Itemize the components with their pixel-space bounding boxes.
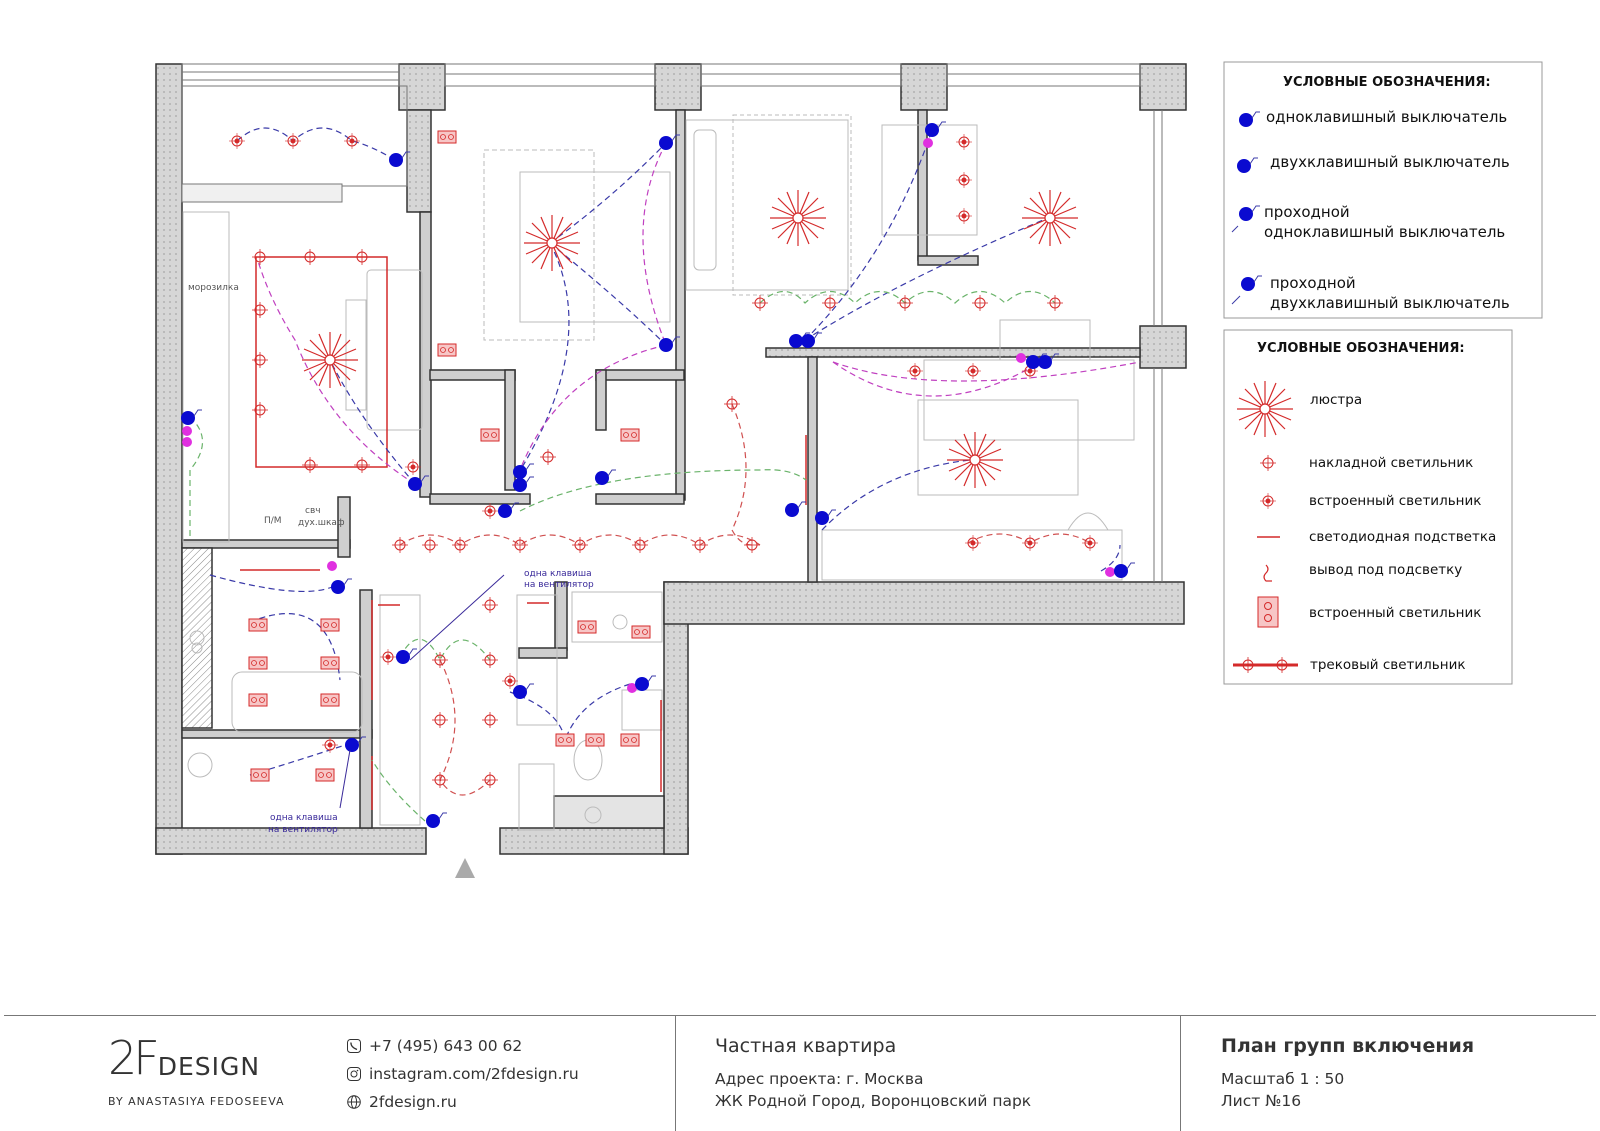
contact-phone: +7 (495) 643 00 62: [347, 1037, 522, 1055]
windows: [181, 63, 1163, 582]
legend-light-item: люстра: [1310, 392, 1362, 408]
legend-switch-item: одноклавишный выключатель: [1266, 108, 1507, 126]
company-logo: 2FDESIGN: [108, 1035, 260, 1081]
vent-note-2: одна клавиша на вентилятор: [268, 749, 351, 835]
contact-website: 2fdesign.ru: [347, 1093, 457, 1111]
footer-divider: [4, 1015, 1596, 1016]
svg-text:на вентилятор: на вентилятор: [524, 580, 594, 590]
legend-switch-item: двухклавишный выключатель: [1270, 153, 1510, 171]
project-title: Частная квартира: [715, 1035, 897, 1057]
logo-wordmark: DESIGN: [157, 1052, 261, 1081]
title-block: 2FDESIGN BY ANASTASIYA FEDOSEEVA +7 (495…: [0, 1015, 1600, 1131]
legend-switch-item-line2: двухклавишный выключатель: [1270, 294, 1510, 312]
track-light-icon: [1233, 656, 1298, 674]
vent-note-1: одна клавиша на вентилятор: [409, 569, 594, 661]
dishwasher-label: П/М: [264, 516, 282, 526]
legend-switches-title: УСЛОВНЫЕ ОБОЗНАЧЕНИЯ:: [1283, 75, 1491, 90]
oven-label: дух.шкаф: [298, 518, 345, 528]
logo-byline: BY ANASTASIYA FEDOSEEVA: [108, 1095, 285, 1108]
website-link: 2fdesign.ru: [369, 1093, 457, 1111]
pass-single-switch-icon: [1231, 205, 1261, 233]
pass-double-switch-icon: [1231, 275, 1263, 305]
led-strips: [240, 256, 807, 810]
legend-light-item: встроенный светильник: [1309, 493, 1481, 509]
freezer-label: морозилка: [188, 283, 239, 293]
phone-icon: [347, 1039, 361, 1053]
legend-switch-item: проходной: [1264, 203, 1350, 221]
walls: [155, 63, 1187, 855]
legend-light-item: трековый светильник: [1310, 657, 1466, 673]
svg-text:одна клавиша: одна клавиша: [524, 569, 592, 579]
backlight-outlet-icon: [1263, 564, 1272, 582]
legend-light-item: накладной светильник: [1309, 455, 1473, 471]
lighting-floor-plan: морозилка П/М свч дух.шкаф: [155, 61, 1543, 878]
surface-lights: [251, 248, 1064, 789]
project-address-line2: ЖК Родной Город, Воронцовский парк: [715, 1092, 1032, 1110]
project-address-line1: Адрес проекта: г. Москва: [715, 1070, 924, 1088]
globe-icon: [347, 1095, 361, 1109]
instagram-link: instagram.com/2fdesign.ru: [369, 1065, 579, 1083]
legend-light-item: встроенный светильник: [1309, 605, 1481, 621]
backlight-outlets: [182, 138, 1115, 693]
sheet-scale: Масштаб 1 : 50: [1221, 1070, 1345, 1088]
footer-column-divider: [1180, 1015, 1181, 1131]
footer-column-divider: [675, 1015, 676, 1131]
legend-lights: УСЛОВНЫЕ ОБОЗНАЧЕНИЯ: люстра накладной с…: [1223, 329, 1513, 685]
sheet-number: Лист №16: [1221, 1092, 1302, 1110]
logo-mark: 2F: [108, 1031, 160, 1085]
svg-text:одна клавиша: одна клавиша: [270, 813, 338, 823]
phone-number: +7 (495) 643 00 62: [369, 1037, 523, 1055]
sheet-title: План групп включения: [1221, 1035, 1475, 1057]
recessed-square-light-icon: [1257, 596, 1279, 628]
legend-lights-title: УСЛОВНЫЕ ОБОЗНАЧЕНИЯ:: [1257, 341, 1465, 356]
legend-light-item: светодиодная подстветка: [1309, 529, 1496, 545]
legend-switch-item: проходной: [1270, 274, 1356, 292]
legend-light-item: вывод под подсветку: [1309, 562, 1462, 578]
chandelier-icon: [1236, 380, 1294, 438]
microwave-label: свч: [305, 506, 321, 516]
legend-switches: УСЛОВНЫЕ ОБОЗНАЧЕНИЯ: одноклавишный выкл…: [1223, 61, 1543, 319]
furniture: [182, 114, 1135, 878]
contact-instagram: instagram.com/2fdesign.ru: [347, 1065, 579, 1083]
legend-switch-item-line2: одноклавишный выключатель: [1264, 223, 1505, 241]
instagram-icon: [347, 1067, 361, 1081]
svg-text:на вентилятор: на вентилятор: [268, 825, 338, 835]
